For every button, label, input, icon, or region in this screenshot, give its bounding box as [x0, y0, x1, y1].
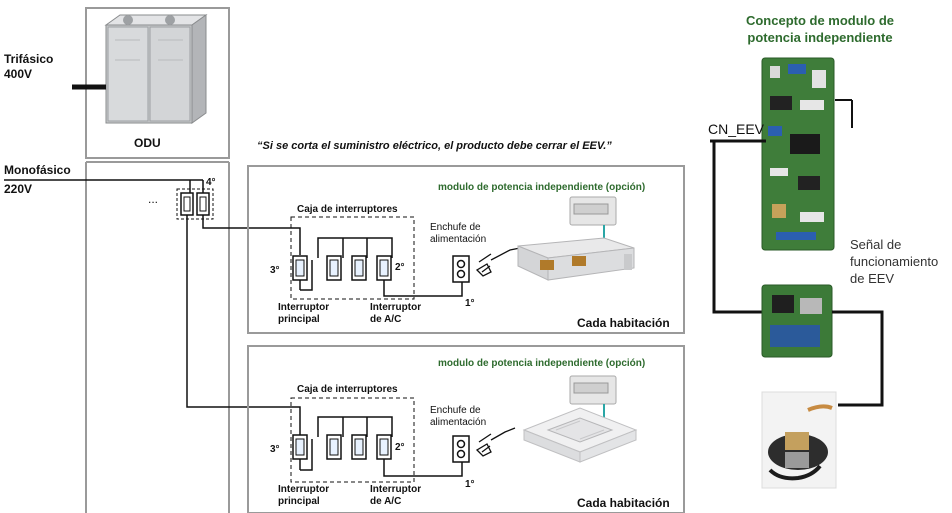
odu-label: ODU [134, 136, 161, 150]
single-phase-label: Monofásico [4, 163, 71, 177]
room2-main-switch-label: Interruptor principal [278, 484, 330, 507]
cn-eev-label: CN_EEV [708, 121, 765, 137]
cassette-unit-image [522, 407, 638, 463]
odu-frame [85, 7, 230, 159]
plug-socket-2 [452, 435, 470, 463]
three-phase-label: Trifásico [4, 52, 54, 66]
room1-main-switch-label: Interruptor principal [278, 302, 330, 325]
room2-ac-switch-label: Interruptor de A/C [370, 484, 422, 507]
plug-socket-1 [452, 255, 470, 283]
room1-ac-switch-label: Interruptor de A/C [370, 302, 422, 325]
concept-title: Concepto de modulo de potencia independi… [745, 13, 895, 45]
duct-unit-image [517, 237, 635, 281]
room2-third: 3° [270, 444, 280, 455]
single-phase-voltage: 220V [4, 182, 33, 196]
three-phase-voltage: 400V [4, 67, 33, 81]
room1-first: 1° [465, 298, 475, 309]
room2-second: 2° [395, 442, 405, 453]
room-frame-2 [247, 345, 685, 513]
breaker-fourth: 4° [206, 177, 216, 188]
room1-third: 3° [270, 265, 280, 276]
plug-2 [475, 433, 492, 457]
switch-box-2 [290, 397, 415, 483]
plug-1 [475, 253, 492, 277]
room1-switches [292, 255, 392, 281]
switch-box-1 [290, 216, 415, 300]
room1-label: Cada habitación [577, 316, 670, 330]
odu-unit-image [104, 14, 208, 124]
room2-switch-box-label: Caja de interruptores [297, 384, 398, 395]
room1-switch-box-label: Caja de interruptores [297, 204, 398, 215]
room2-switches [292, 434, 392, 460]
eev-signal-label: Señal de funcionamiento de EEV [850, 237, 939, 286]
panel-breaker-box [176, 188, 214, 220]
room2-first: 1° [465, 479, 475, 490]
room2-module-label: modulo de potencia independiente (opción… [438, 358, 646, 369]
room2-label: Cada habitación [577, 496, 670, 510]
eev-quote: “Si se corta el suministro eléctrico, el… [257, 140, 612, 152]
room2-plug-label: Enchufe de alimentación [430, 405, 487, 428]
room1-plug-label: Enchufe de alimentación [430, 222, 487, 245]
room1-second: 2° [395, 262, 405, 273]
room-frame-1 [247, 165, 685, 334]
breaker-ellipsis: ... [148, 192, 159, 206]
room1-module-label: modulo de potencia independiente (opción… [438, 182, 646, 193]
